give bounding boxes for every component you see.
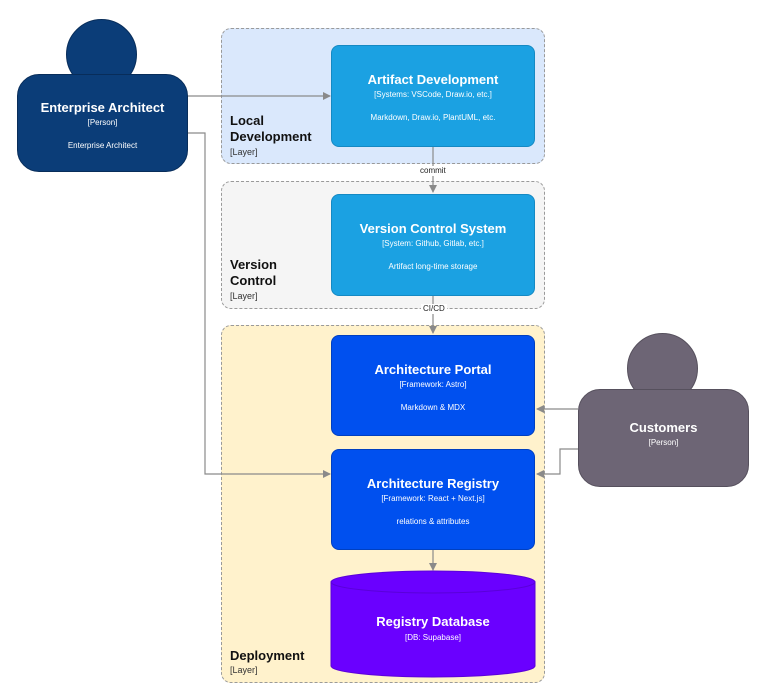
customers-meta: [Person] xyxy=(648,438,679,447)
architect-meta: [Person] xyxy=(87,118,118,127)
vcs-desc: Artifact long-time storage xyxy=(388,262,478,271)
architect-desc: Enterprise Architect xyxy=(67,141,138,150)
layer-local-type: [Layer] xyxy=(230,147,258,157)
vcs-meta: [System: Github, Gitlab, etc.] xyxy=(382,239,484,248)
node-artifact-development[interactable]: Artifact Development [Systems: VSCode, D… xyxy=(331,45,535,147)
registry-desc: relations & attributes xyxy=(396,517,470,526)
portal-title: Architecture Portal xyxy=(374,362,492,377)
registry-title: Architecture Registry xyxy=(366,476,500,491)
node-architecture-registry[interactable]: Architecture Registry [Framework: React … xyxy=(331,449,535,550)
node-version-control-system[interactable]: Version Control System [System: Github, … xyxy=(331,194,535,296)
artifact-meta: [Systems: VSCode, Draw.io, etc.] xyxy=(374,90,492,99)
layer-deploy-name: Deployment xyxy=(230,648,305,663)
edge-label-commit: commit xyxy=(418,166,448,176)
customers-title: Customers xyxy=(629,420,698,435)
edge-customers-registry xyxy=(536,448,578,478)
vcs-title: Version Control System xyxy=(359,221,507,236)
person-customers[interactable]: Customers [Person] xyxy=(578,389,749,487)
layer-deploy-type: [Layer] xyxy=(230,665,258,675)
portal-meta: [Framework: Astro] xyxy=(399,380,467,389)
edge-label-cicd: CI/CD xyxy=(421,304,447,314)
artifact-desc: Markdown, Draw.io, PlantUML, etc. xyxy=(370,113,496,122)
registry-meta: [Framework: React + Next.js] xyxy=(381,494,485,503)
database-cylinder-body xyxy=(330,582,536,678)
database-cylinder-top xyxy=(330,570,536,594)
edge-architect-registry xyxy=(188,132,331,478)
node-architecture-portal[interactable]: Architecture Portal [Framework: Astro] M… xyxy=(331,335,535,436)
layer-local-name: Local Development xyxy=(230,113,312,144)
database-meta: [DB: Supabase] xyxy=(405,633,461,642)
layer-vcs-name: Version Control xyxy=(230,257,277,288)
person-enterprise-architect[interactable]: Enterprise Architect [Person] Enterprise… xyxy=(17,74,188,172)
portal-desc: Markdown & MDX xyxy=(400,403,466,412)
architect-title: Enterprise Architect xyxy=(40,100,165,115)
artifact-title: Artifact Development xyxy=(367,72,499,87)
layer-vcs-type: [Layer] xyxy=(230,291,258,301)
database-title: Registry Database xyxy=(376,614,489,629)
node-registry-database[interactable]: Registry Database [DB: Supabase] xyxy=(330,570,536,678)
